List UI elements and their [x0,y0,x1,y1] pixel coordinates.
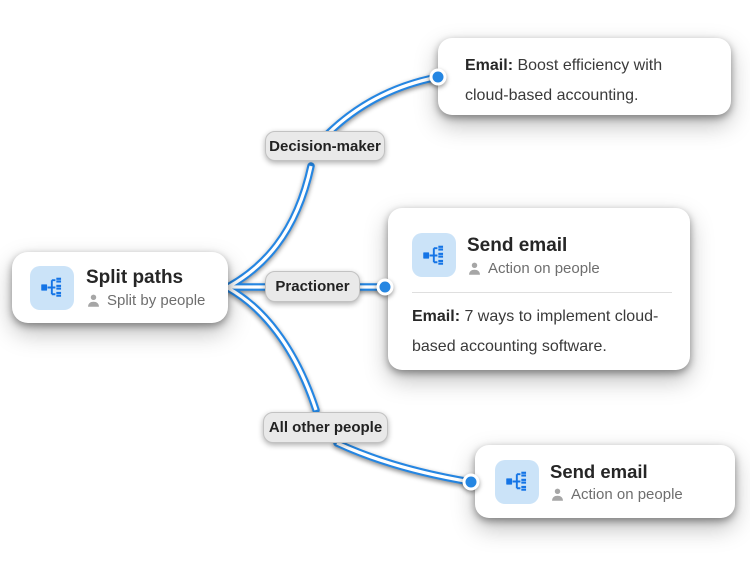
connector-port-all-other-people[interactable] [462,473,480,491]
person-icon [88,294,99,307]
wire-all-other-left-core [227,286,318,411]
node-split-paths[interactable]: Split paths Split by people [12,252,228,323]
person-icon [552,488,563,501]
card-divider [412,292,672,293]
split-branch-icon [30,265,74,310]
email-body: 7 ways to implement cloud-based accounti… [412,308,659,355]
node-send-email-all-other-people[interactable]: Send email Action on people [475,445,735,518]
send-email-subtitle: Action on people [571,485,683,503]
branch-label-text: Decision-maker [269,137,381,155]
send-email-title: Send email [550,461,648,483]
connector-port-practioner[interactable] [376,278,394,296]
wire-all-other-right [333,439,475,486]
split-node-subtitle: Split by people [107,291,206,309]
branch-label-decision-maker[interactable]: Decision-maker [265,131,385,161]
branch-label-all-other-people[interactable]: All other people [263,412,388,443]
split-branch-icon [412,233,456,277]
send-email-title: Send email [467,235,568,256]
branch-label-text: Practioner [275,278,350,295]
email-lead: Email: [412,308,461,325]
wire-decision-maker-left [224,162,315,291]
connector-port-decision-maker[interactable] [429,68,447,86]
wire-decision-maker-left-core [227,165,313,289]
branch-label-practioner[interactable]: Practioner [265,271,360,302]
send-email-subtitle: Action on people [488,259,600,277]
email-lead: Email: [465,57,514,74]
split-node-title: Split paths [86,267,184,289]
wire-all-other-right-core [336,441,472,484]
node-send-email-practioner[interactable]: Send email Action on people Email: 7 way… [388,208,690,370]
split-branch-icon [495,459,539,504]
person-icon [469,262,480,275]
wire-all-other-left [224,284,320,414]
node-email-decision-maker[interactable]: Email: Boost efficiency with cloud-based… [438,38,731,115]
email-body: Boost efficiency with cloud-based accoun… [465,57,663,104]
branch-label-text: All other people [268,419,383,436]
